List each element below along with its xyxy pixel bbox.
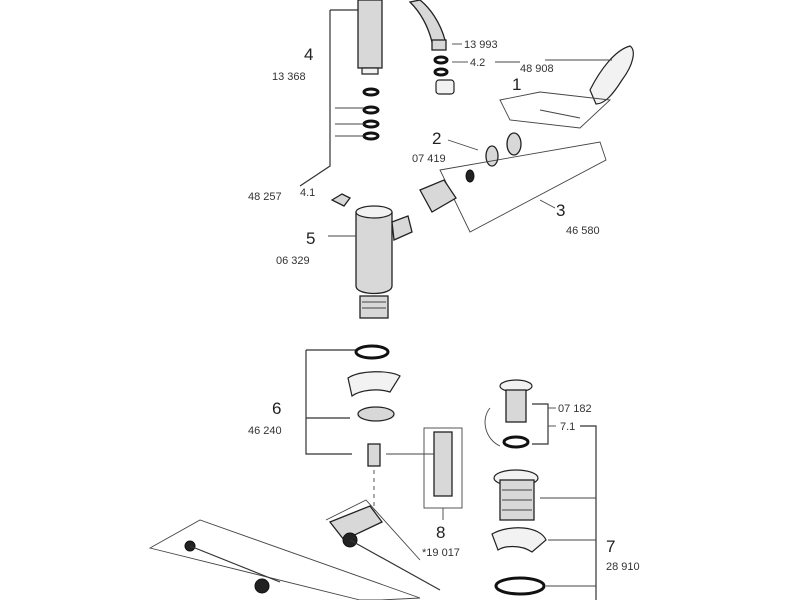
- part-7-1-group: 07 182 7.1: [484, 379, 592, 449]
- cartridge-stem: [465, 169, 475, 183]
- part-1-number: 1: [512, 75, 521, 94]
- aerator-seal: [433, 67, 449, 77]
- part-4-1-group: 48 257 4.1: [248, 187, 351, 207]
- plug-seal: [502, 435, 530, 449]
- horseshoe-washer: [347, 371, 401, 398]
- part-3-number: 3: [556, 201, 565, 220]
- aerator-seal: [433, 55, 449, 65]
- threaded-shank: [359, 295, 389, 319]
- part-4-2-group: 13 993 4.2: [433, 39, 520, 95]
- part-7-code: 28 910: [606, 561, 640, 573]
- mixer-body: [355, 211, 393, 295]
- part-6-bracket-line: [305, 350, 352, 455]
- set-screw: [330, 193, 351, 207]
- part-3-code: 46 580: [566, 225, 600, 237]
- spout-curve: [408, 0, 446, 43]
- part-5-group: 5 06 329: [276, 205, 413, 319]
- spout: [357, 0, 447, 75]
- part-4-1-number: 4.1: [300, 187, 315, 199]
- part-8-group: 8 *19 017: [386, 427, 463, 559]
- leader: [539, 199, 556, 209]
- part-1-group: 48 908 1: [499, 45, 634, 129]
- o-ring: [362, 131, 380, 141]
- plug-stem: [505, 389, 527, 423]
- o-ring: [362, 105, 380, 115]
- gasket-ring: [354, 344, 390, 360]
- part-7-group: 7 28 910: [491, 425, 640, 600]
- rod-nut: [254, 578, 270, 594]
- leader: [447, 139, 479, 151]
- pivot-rod: [349, 539, 441, 591]
- pop-up-plane-right: [325, 499, 421, 561]
- part-4-group: 4 13 368: [272, 9, 380, 187]
- aerator-neck: [431, 39, 447, 51]
- part-1-plane: [499, 91, 612, 129]
- spout-tube-end: [361, 67, 379, 75]
- part-7-1-number: 7.1: [560, 421, 575, 433]
- rotation-arrow: [484, 407, 501, 447]
- part-4-2-number: 4.2: [470, 57, 485, 69]
- escutcheon: [506, 132, 522, 156]
- threaded-stud: [367, 443, 381, 467]
- pop-up-rod: [433, 431, 453, 497]
- mixer-body-top: [355, 205, 393, 219]
- part-8-code: *19 017: [422, 547, 460, 559]
- part-1-code: 48 908: [520, 63, 554, 75]
- part-5-code: 06 329: [276, 255, 310, 267]
- part-4-number: 4: [304, 45, 313, 64]
- part-7-1-code: 07 182: [558, 403, 592, 415]
- part-2-code: 07 419: [412, 153, 446, 165]
- part-5-number: 5: [306, 229, 315, 248]
- part-3-plane: [439, 141, 607, 233]
- part-7-bracket-line: [580, 425, 597, 600]
- aerator: [435, 79, 455, 95]
- mixer-body-port: [391, 215, 413, 241]
- part-8-number: 8: [436, 523, 445, 542]
- fixing-nut: [357, 406, 395, 422]
- part-6-group: 6 46 240: [248, 344, 401, 520]
- pop-up-plane-left: [148, 519, 421, 600]
- lift-rod: [189, 545, 281, 583]
- part-3-group: 3 46 580: [419, 141, 607, 237]
- spout-tube: [357, 0, 383, 69]
- part-2-number: 2: [432, 129, 441, 148]
- part-6-number: 6: [272, 399, 281, 418]
- lever-handle: [589, 45, 634, 105]
- part-7-1-bracket-line: [532, 403, 549, 445]
- o-ring: [362, 119, 380, 129]
- part-6-code: 46 240: [248, 425, 282, 437]
- part-7-number: 7: [606, 537, 615, 556]
- part-4-2-code: 13 993: [464, 39, 498, 51]
- clip-bracket: [328, 505, 383, 541]
- part-4-bracket-line: [299, 10, 331, 187]
- o-ring: [362, 87, 380, 97]
- cartridge-body: [419, 179, 457, 213]
- part-2-group: 2 07 419: [412, 129, 522, 167]
- part-4-code: 13 368: [272, 71, 306, 83]
- seal-ring: [485, 145, 499, 167]
- waste-washer: [491, 527, 547, 553]
- part-4-1-code: 48 257: [248, 191, 282, 203]
- pop-up-assembly: [148, 499, 441, 600]
- waste-gasket: [494, 576, 546, 596]
- cap-screw: [539, 109, 581, 119]
